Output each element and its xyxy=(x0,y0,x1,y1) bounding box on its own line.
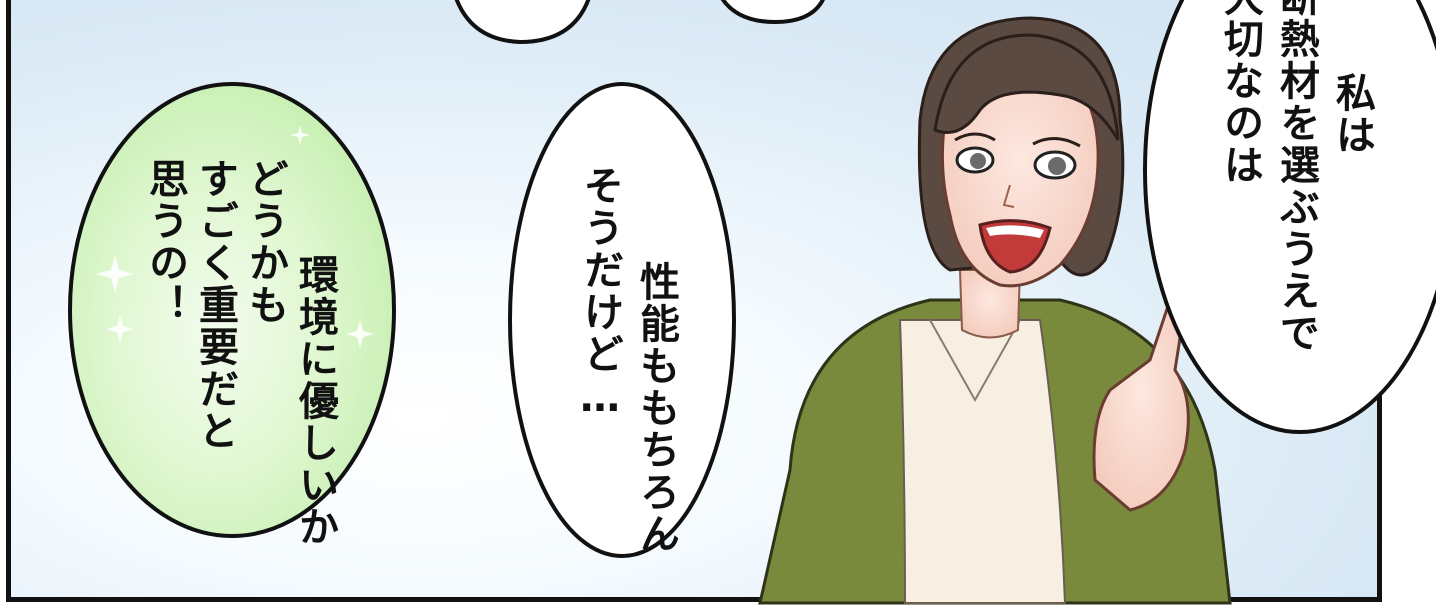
pointing-hand xyxy=(1092,291,1190,512)
right-bubble-text: 私は断熱材を選ぶうえで大切なのは xyxy=(1212,0,1436,376)
partial-speech-bubble-right xyxy=(720,0,825,25)
middle-line-1: 性能ももちろん xyxy=(633,261,679,555)
green-line-1: 環境に優しいか xyxy=(292,254,338,548)
green-line-3: すごく重要だと xyxy=(192,158,238,452)
middle-line-2: そうだけど… xyxy=(577,165,623,423)
green-line-4: 思うの！ xyxy=(142,158,188,326)
character-woman xyxy=(758,16,1232,605)
speech-bubble-middle xyxy=(508,82,736,558)
right-line-3: 大切なのは xyxy=(1217,0,1263,186)
sparkle-decorations xyxy=(96,125,374,348)
partial-speech-bubble-left xyxy=(454,0,591,45)
green-line-2: どうかも xyxy=(242,158,288,326)
middle-bubble-text: 性能ももちろんそうだけど… xyxy=(572,165,740,555)
right-line-1: 私は xyxy=(1329,72,1375,156)
right-line-2: 断熱材を選ぶうえで xyxy=(1273,0,1319,354)
speech-bubble-green xyxy=(68,82,396,538)
shirt xyxy=(898,319,1067,604)
green-bubble-text: 環境に優しいかどうかもすごく重要だと思うの！ xyxy=(140,158,390,548)
speech-bubble-right xyxy=(1143,0,1436,434)
